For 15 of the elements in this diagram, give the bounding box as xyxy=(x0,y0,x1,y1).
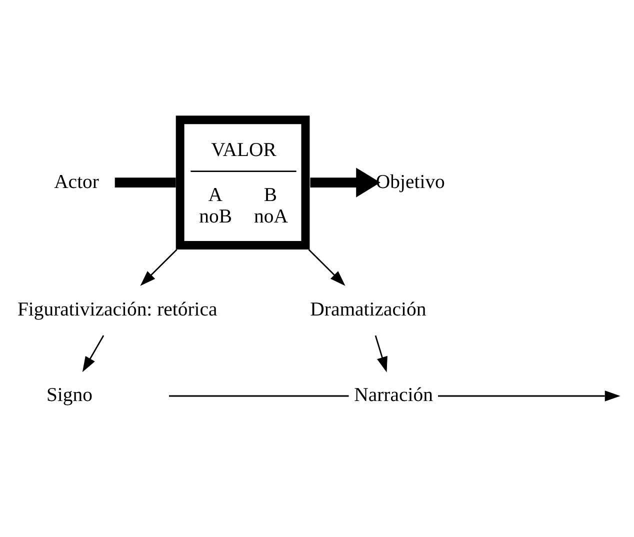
node-box: VALOR A noB B noA xyxy=(176,116,310,250)
node-text: Objetivo xyxy=(376,170,445,193)
arrow xyxy=(438,390,620,402)
connector xyxy=(114,178,176,188)
connector xyxy=(168,395,349,397)
node-text: Narración xyxy=(354,384,433,406)
arrow xyxy=(308,249,346,286)
arrow xyxy=(82,335,104,372)
arrow xyxy=(310,168,380,198)
node-text: Dramatización xyxy=(310,298,426,320)
arrow xyxy=(374,335,388,372)
node-text: Signo xyxy=(46,384,92,406)
node-text: Figurativización: retórica xyxy=(17,298,218,320)
arrow xyxy=(140,249,178,286)
node-text: Actor xyxy=(54,170,99,193)
